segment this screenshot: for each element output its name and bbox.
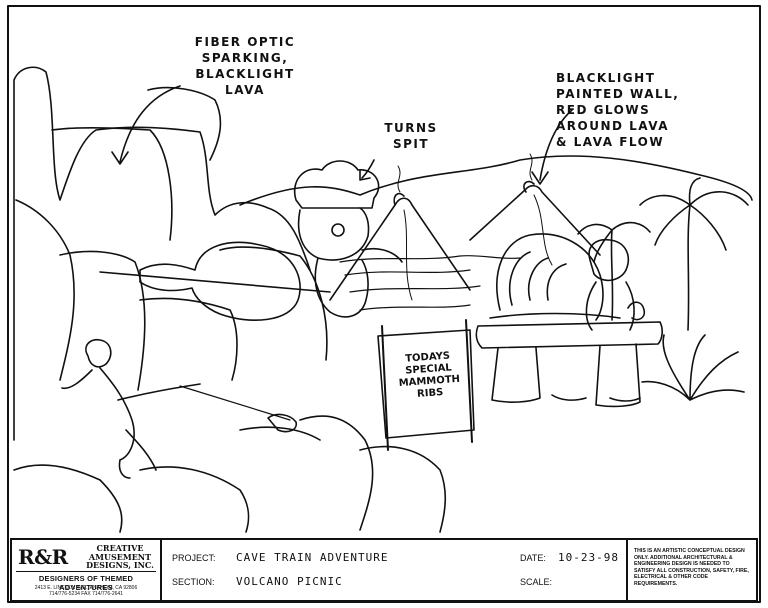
reclining-monkey [85, 338, 112, 368]
fern-plant [641, 334, 745, 401]
stone-table [475, 321, 663, 349]
date-label: DATE: [520, 553, 546, 563]
menu-sign [377, 329, 475, 439]
arrow-fiber-optic [119, 85, 181, 163]
company-logo: R&R CREATIVE AMUSEMENT DESIGNS, INC. DES… [12, 540, 162, 600]
chef-hat [293, 160, 380, 209]
section-value: VOLCANO PICNIC [236, 575, 343, 588]
project-label: PROJECT: [172, 553, 216, 563]
menu-sign-text: TODAYS SPECIAL MAMMOTH RIBS [391, 350, 466, 403]
scale-label: SCALE: [520, 577, 553, 587]
company-name: CREATIVE AMUSEMENT DESIGNS, INC. [82, 544, 158, 570]
company-name-line: AMUSEMENT [88, 551, 152, 562]
rock-formation-left [13, 66, 311, 441]
company-name-line: CREATIVE [96, 543, 144, 553]
lava-flow [339, 254, 521, 263]
chef-caveman [297, 207, 370, 261]
spit-rod [99, 271, 331, 293]
annotation-fiber-optic: FIBER OPTIC SPARKING, BLACKLIGHT LAVA [170, 34, 320, 98]
company-tagline: DESIGNERS OF THEMED ADVENTURES [38, 574, 134, 592]
company-name-line: DESIGNS, INC. [86, 560, 154, 570]
annotation-line: & LAVA FLOW [556, 135, 665, 149]
mammoth-ribs [496, 233, 604, 321]
logo-divider [16, 571, 156, 572]
annotation-line: SPARKING, [201, 51, 289, 65]
annotation-line: SPIT [392, 137, 430, 151]
annotation-line: BLACKLIGHT [556, 71, 656, 85]
annotation-line: RED GLOWS [556, 103, 651, 117]
arrow-blacklight-wall [539, 109, 573, 181]
annotation-line: PAINTED WALL, [556, 87, 680, 101]
logo-mark: R&R [18, 545, 68, 569]
volcano-left [329, 197, 471, 301]
address-line: 714/776-5234 FAX 714/776-2641 [49, 591, 123, 597]
section-label: SECTION: [172, 577, 215, 587]
date-value: 10-23-98 [558, 551, 619, 564]
annotation-line: FIBER OPTIC [194, 35, 296, 49]
address-line: 2413 E. LINCOLN AVE., ANAHEIM, CA 92806 [34, 585, 138, 591]
background-hills [239, 155, 753, 206]
annotation-line: AROUND LAVA [556, 119, 670, 133]
giant-drumstick [139, 241, 301, 321]
annotation-line: BLACKLIGHT [195, 67, 295, 81]
annotation-line: LAVA [225, 83, 265, 97]
eating-caveman [588, 238, 630, 282]
annotation-line: TURNS [384, 121, 438, 135]
title-block: R&R CREATIVE AMUSEMENT DESIGNS, INC. DES… [10, 538, 758, 602]
project-value: CAVE TRAIN ADVENTURE [236, 551, 389, 564]
arrow-turns-spit [361, 159, 375, 179]
annotation-turns-spit: TURNS SPIT [376, 120, 446, 152]
company-address: 2413 E. LINCOLN AVE., ANAHEIM, CA 92806 … [16, 585, 156, 597]
disclaimer-text: THIS IS AN ARTISTIC CONCEPTUAL DESIGN ON… [626, 540, 756, 600]
palm-tree [687, 204, 691, 331]
annotation-blacklight-wall: BLACKLIGHT PAINTED WALL, RED GLOWS AROUN… [556, 70, 746, 150]
sheet-border [7, 5, 761, 603]
